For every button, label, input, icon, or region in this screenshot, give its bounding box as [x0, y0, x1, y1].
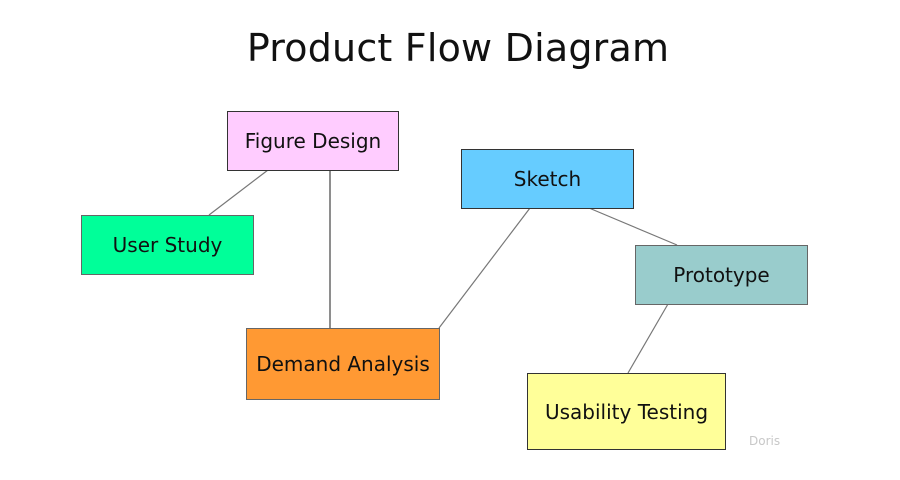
node-figure-design[interactable]: Figure Design: [227, 111, 399, 171]
edge-prototype-usability-testing: [627, 303, 669, 374]
edge-sketch-demand-analysis: [438, 207, 531, 329]
diagram-title: Product Flow Diagram: [246, 26, 670, 70]
node-prototype[interactable]: Prototype: [635, 245, 808, 305]
node-label: User Study: [112, 233, 223, 257]
node-user-study[interactable]: User Study: [81, 215, 254, 275]
node-sketch[interactable]: Sketch: [461, 149, 634, 209]
node-label: Usability Testing: [544, 399, 709, 424]
edge-figure-design-user-study: [208, 169, 269, 216]
edge-sketch-prototype: [588, 207, 678, 246]
node-label: Sketch: [513, 167, 582, 191]
node-usability-testing[interactable]: Usability Testing: [527, 373, 726, 450]
node-label: Demand Analysis: [256, 352, 430, 376]
node-label: Figure Design: [244, 129, 382, 153]
node-demand-analysis[interactable]: Demand Analysis: [246, 328, 440, 400]
node-label: Prototype: [673, 263, 770, 287]
watermark: Doris: [749, 434, 781, 448]
